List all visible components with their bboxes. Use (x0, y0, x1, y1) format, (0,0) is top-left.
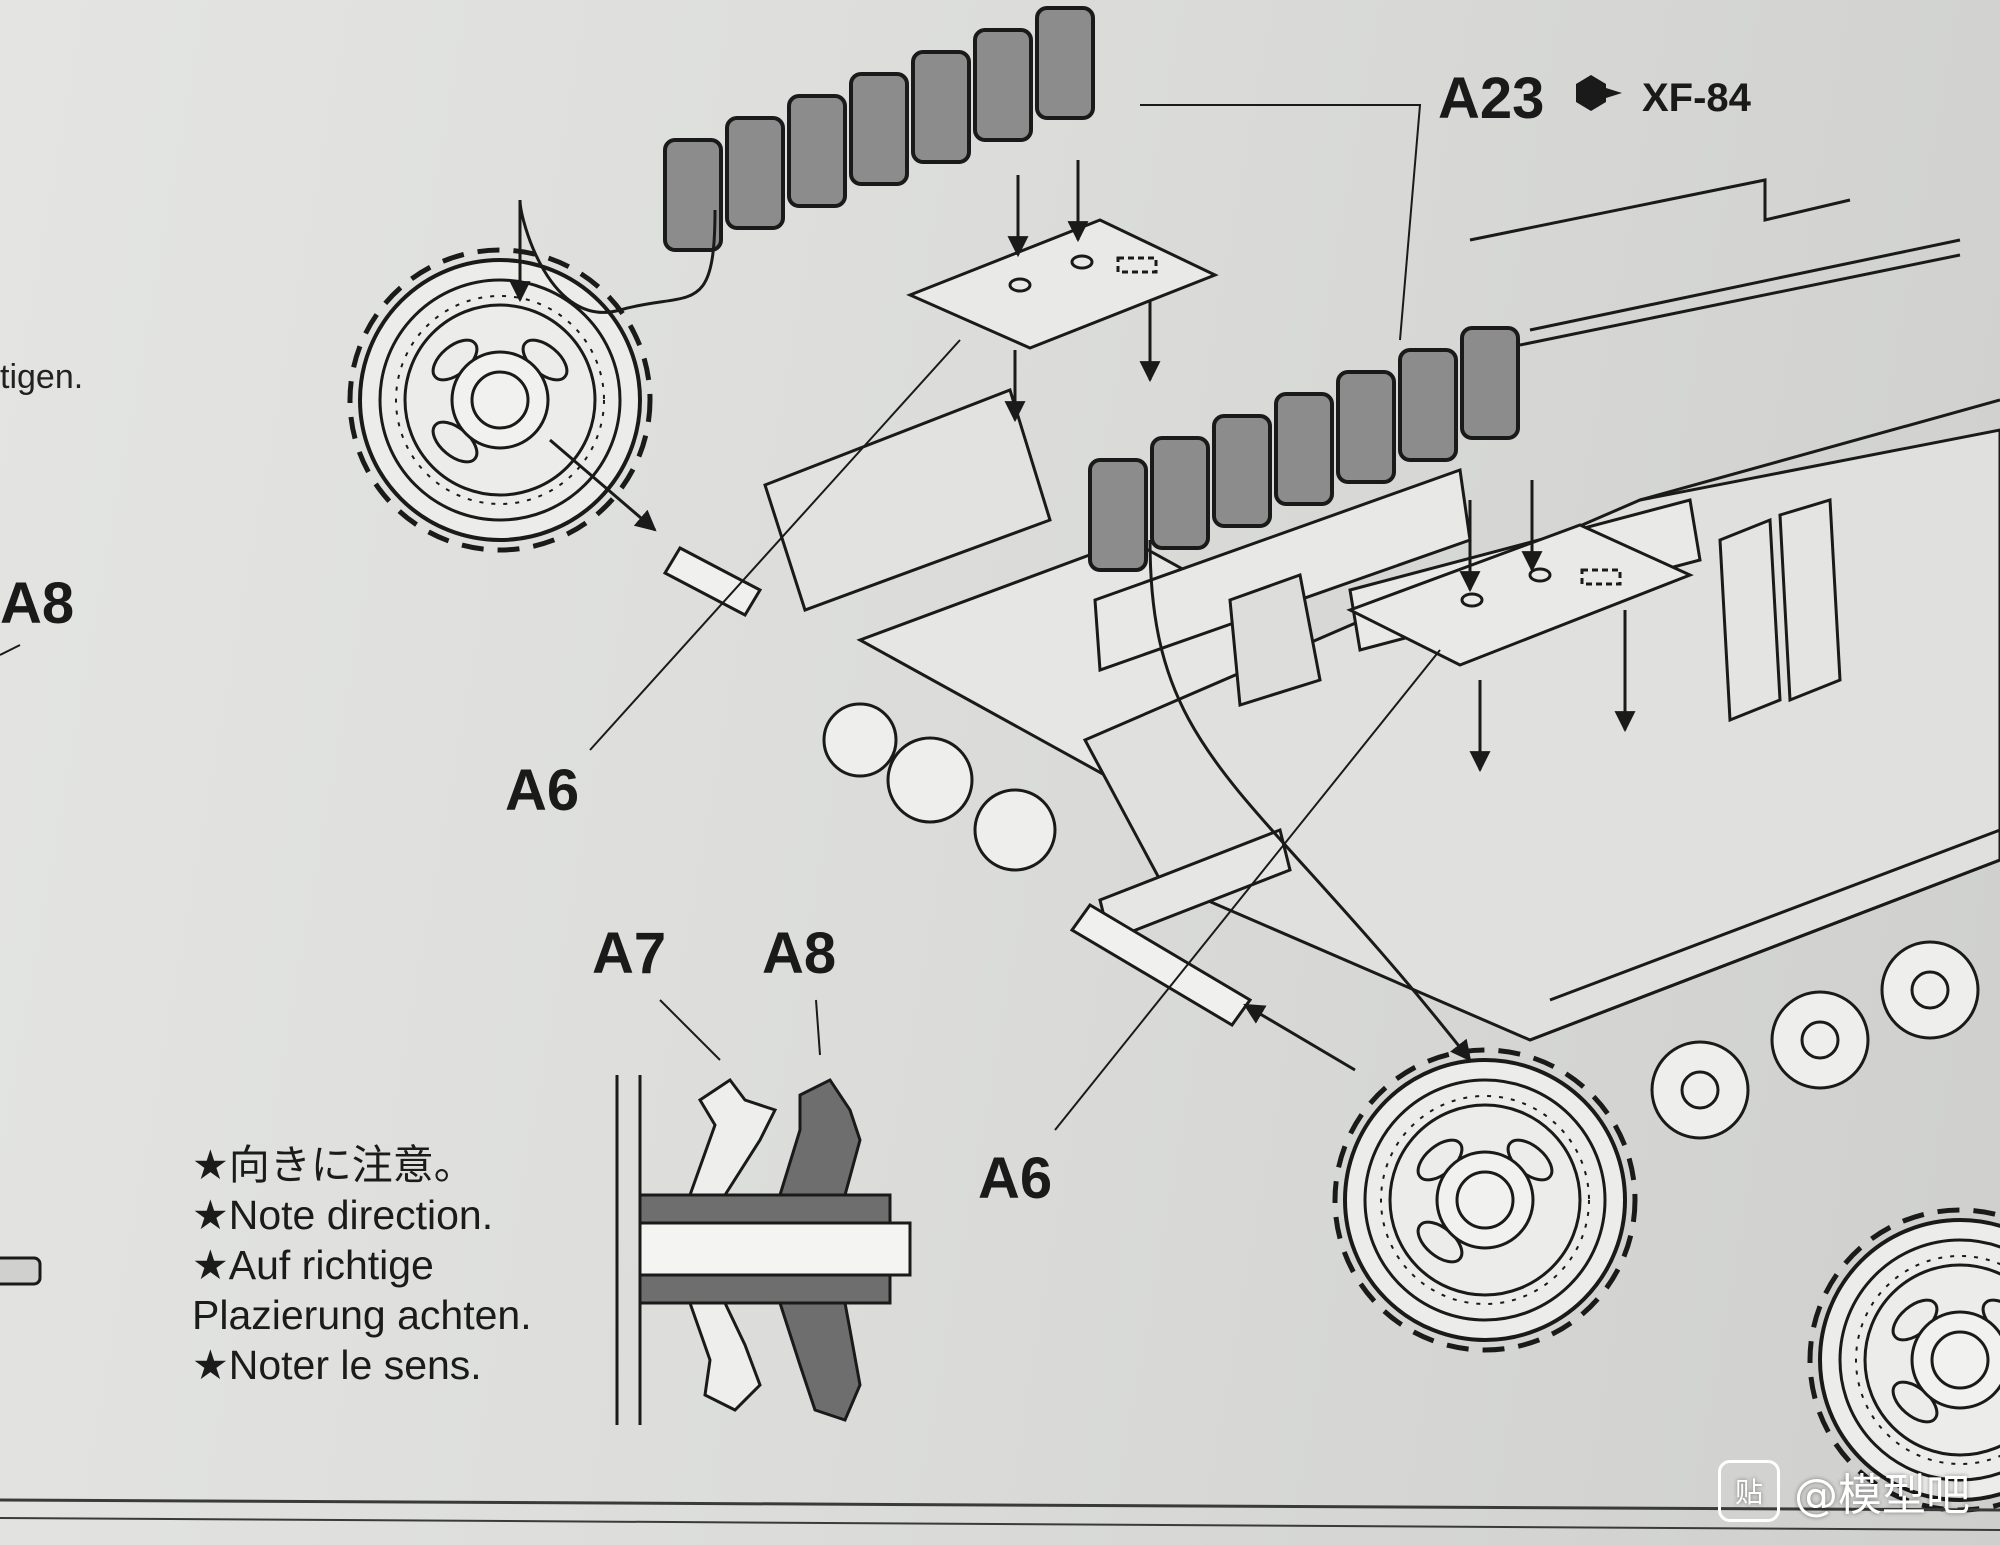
arrow-icon (509, 160, 1636, 1072)
sprocket-wheel-icon (1335, 1050, 1635, 1350)
label-a7-detail: A7 (592, 921, 667, 986)
label-a8-detail: A8 (762, 921, 837, 986)
label-a23: A23 (1438, 66, 1545, 131)
watermark-text: @模型吧 (1794, 1470, 1970, 1521)
paint-hexagon-icon (1576, 75, 1622, 111)
note-french: ★Noter le sens. (192, 1342, 482, 1388)
note-german-1: ★Auf richtige (192, 1242, 434, 1288)
watermark-logo: 贴 (1718, 1460, 1780, 1522)
road-wheels (822, 702, 1980, 1140)
page-rule (0, 1498, 2000, 1512)
note-english: ★Note direction. (192, 1192, 494, 1238)
part-stub (0, 1256, 42, 1286)
assembly-notes: ★向きに注意。 ★Note direction. ★Auf richtige P… (192, 1140, 632, 1390)
sprocket-wheel-icon (350, 250, 650, 550)
page-rule (0, 1517, 2000, 1531)
label-a8-edge: A8 (0, 571, 75, 636)
cut-off-text: tigen. (0, 358, 84, 396)
fender-plates (906, 218, 1694, 667)
axle-shafts (662, 546, 1253, 1027)
watermark: 贴 @模型吧 (1718, 1459, 1970, 1523)
note-german-2: Plazierung achten. (192, 1292, 532, 1338)
label-a6-right: A6 (978, 1146, 1053, 1211)
paint-code: XF-84 (1642, 76, 1751, 120)
note-japanese: ★向きに注意。 (192, 1142, 475, 1188)
label-a6-left: A6 (505, 758, 580, 823)
track-link-icon (663, 6, 1095, 252)
cross-section-detail (615, 1075, 912, 1425)
leader-lines (0, 104, 1441, 1131)
